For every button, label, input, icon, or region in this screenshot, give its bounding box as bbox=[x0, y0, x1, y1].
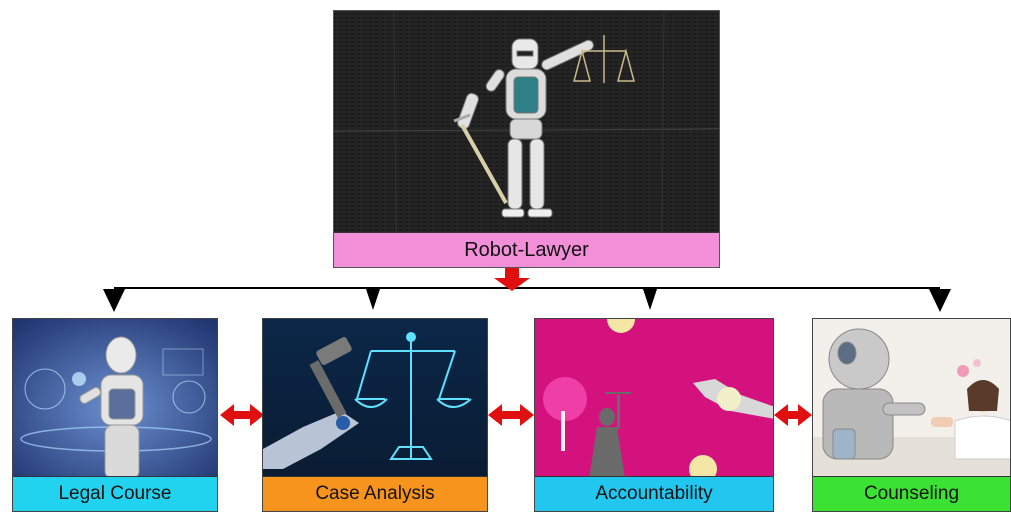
counseling-image bbox=[813, 319, 1010, 479]
drop-arrow-accountability bbox=[643, 289, 657, 310]
robot-lawyer-image bbox=[334, 11, 719, 234]
accountability-label: Accountability bbox=[535, 476, 773, 511]
node-counseling: Counseling bbox=[812, 318, 1011, 512]
double-arrow-3 bbox=[774, 404, 812, 426]
double-arrow-2 bbox=[488, 404, 534, 426]
counseling-label: Counseling bbox=[813, 476, 1010, 511]
accountability-image bbox=[535, 319, 773, 479]
node-accountability: Accountability bbox=[534, 318, 774, 512]
legal-course-label: Legal Course bbox=[13, 476, 217, 511]
drop-arrow-legal-course bbox=[103, 289, 125, 312]
legal-course-image bbox=[13, 319, 217, 479]
double-arrow-1 bbox=[220, 404, 264, 426]
case-analysis-image bbox=[263, 319, 487, 479]
root-node: Robot-Lawyer bbox=[333, 10, 720, 268]
drop-arrow-case-analysis bbox=[366, 289, 380, 310]
drop-arrow-counseling bbox=[929, 289, 951, 312]
root-down-arrow bbox=[494, 268, 530, 291]
root-label: Robot-Lawyer bbox=[334, 232, 719, 267]
case-analysis-label: Case Analysis bbox=[263, 476, 487, 511]
node-legal-course: Legal Course bbox=[12, 318, 218, 512]
node-case-analysis: Case Analysis bbox=[262, 318, 488, 512]
